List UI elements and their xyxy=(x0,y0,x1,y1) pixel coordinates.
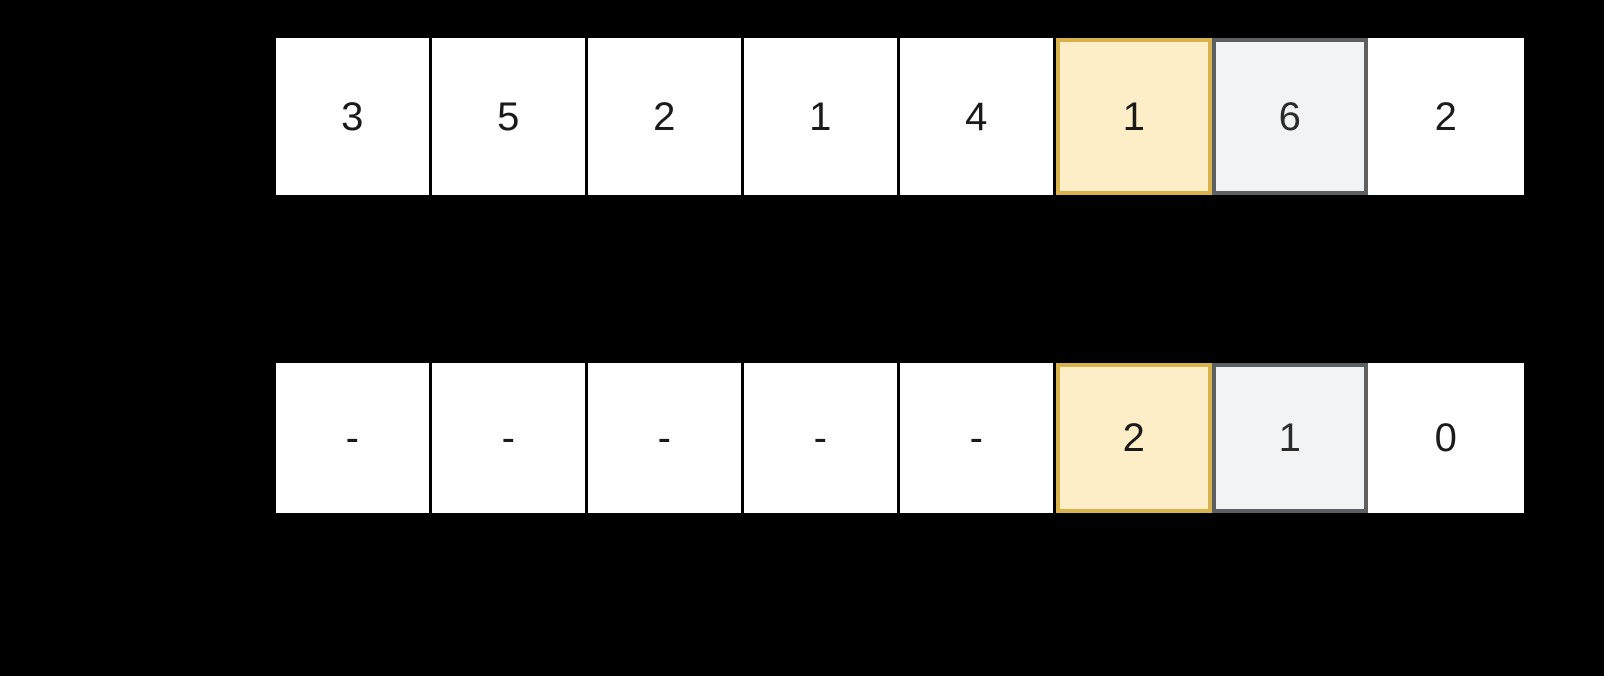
array-cell[interactable]: 1 xyxy=(744,38,900,195)
array-cell-value: 2 xyxy=(1434,94,1458,139)
array-cell-value: - xyxy=(813,416,828,460)
array-cell[interactable]: 2 xyxy=(1368,38,1524,195)
array-cell-value: 1 xyxy=(1278,416,1302,460)
array-cell-value: 6 xyxy=(1278,94,1302,139)
result-row: - - - - - 2 1 0 xyxy=(276,363,1524,513)
array-cell[interactable]: - xyxy=(900,363,1056,513)
array-cell-value: - xyxy=(969,416,984,460)
values-row: 3 5 2 1 4 1 6 2 xyxy=(276,38,1524,195)
array-cell[interactable]: 6 xyxy=(1212,38,1368,195)
array-cell[interactable]: 1 xyxy=(1056,38,1212,195)
array-cell[interactable]: 4 xyxy=(900,38,1056,195)
array-cell-value: 1 xyxy=(809,94,832,139)
array-cell-value: 2 xyxy=(1122,416,1146,460)
array-cell[interactable]: - xyxy=(744,363,900,513)
array-cell[interactable]: 2 xyxy=(1056,363,1212,513)
array-cell-value: 5 xyxy=(497,94,520,139)
array-cell-value: 2 xyxy=(653,94,676,139)
array-cell-value: - xyxy=(501,416,516,460)
array-cell-value: 1 xyxy=(1122,94,1146,139)
array-cell-value: - xyxy=(345,416,360,460)
array-cell-value: - xyxy=(657,416,672,460)
array-cell[interactable]: 2 xyxy=(588,38,744,195)
array-cell[interactable]: 1 xyxy=(1212,363,1368,513)
array-cell[interactable]: 0 xyxy=(1368,363,1524,513)
array-cell-value: 0 xyxy=(1434,416,1458,460)
array-cell-value: 4 xyxy=(965,94,988,139)
array-cell[interactable]: 3 xyxy=(276,38,432,195)
array-cell[interactable]: - xyxy=(432,363,588,513)
array-cell[interactable]: - xyxy=(276,363,432,513)
array-cell-value: 3 xyxy=(341,94,364,139)
array-cell[interactable]: - xyxy=(588,363,744,513)
array-cell[interactable]: 5 xyxy=(432,38,588,195)
